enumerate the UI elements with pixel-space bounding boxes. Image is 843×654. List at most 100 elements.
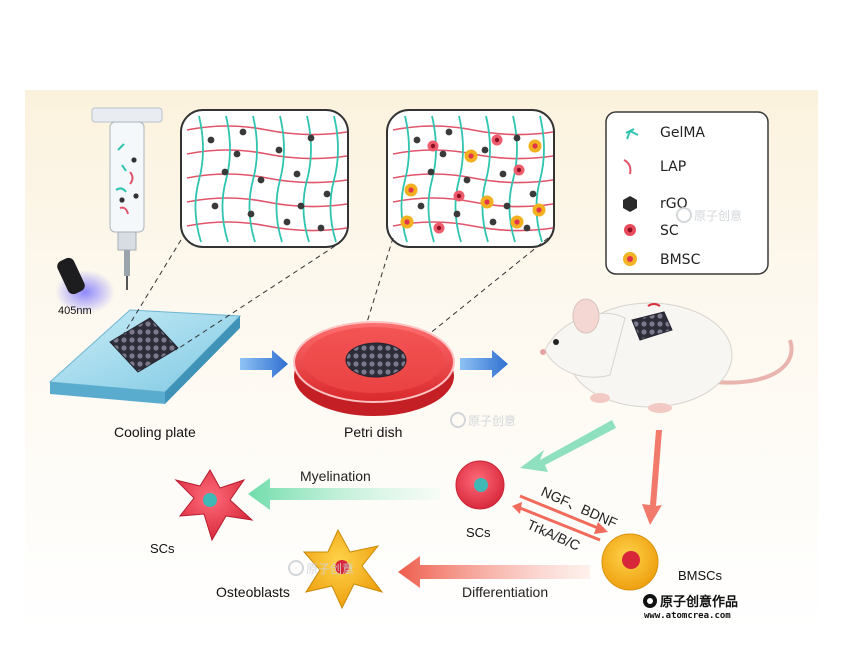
bmsc-nucleus [408, 187, 414, 193]
lap-icon [623, 159, 632, 175]
lap-strand [186, 149, 348, 160]
zoom-inset-hydrogel [180, 109, 349, 248]
petri-dish-label: Petri dish [344, 424, 402, 440]
gelma-strand [302, 115, 312, 243]
svg-text:原子创意: 原子创意 [306, 561, 354, 576]
lap-strand [392, 197, 554, 208]
bmsc-nucleus [468, 153, 474, 159]
rgo-particle [529, 190, 537, 198]
rat-to-scs-arrow [520, 420, 616, 472]
bmsc-nucleus [532, 143, 538, 149]
rgo-particle [239, 128, 247, 136]
bmsc-nucleus [484, 199, 490, 205]
gelma-strand [535, 115, 545, 243]
gelma-strand [248, 115, 258, 243]
uv-lamp-icon [55, 257, 115, 314]
rgo-particle [523, 224, 531, 232]
gelma-strand [275, 115, 285, 243]
rgo-particle [481, 146, 489, 154]
bmsc-cell [601, 533, 659, 591]
flow-arrow-plate-to-dish [240, 350, 288, 378]
legend-gelma: GelMA [660, 125, 705, 141]
rgo-particle [453, 210, 461, 218]
scs-center-label: SCs [466, 525, 491, 540]
rgo-particle [513, 134, 521, 142]
scs-left-label: SCs [150, 541, 175, 556]
uv-wavelength-label: 405nm [58, 305, 92, 317]
rgo-particle [427, 168, 435, 176]
brand-name: 原子创意作品 [660, 594, 738, 610]
sc-nucleus [494, 137, 500, 143]
rgo-particle [293, 170, 301, 178]
differentiation-arrow [398, 556, 590, 588]
legend-lap: LAP [660, 159, 686, 175]
rgo-particle [221, 168, 229, 176]
lap-strand [186, 125, 348, 136]
rgo-particle [275, 146, 283, 154]
zoom-line [119, 239, 182, 341]
lap-strand [392, 173, 554, 184]
rgo-particle [413, 136, 421, 144]
rgo-particle [307, 134, 315, 142]
bmsc-nucleus [536, 207, 542, 213]
rgo-particle [489, 218, 497, 226]
legend-sc: SC [660, 223, 679, 239]
gelma-strand [481, 115, 491, 243]
bmscs-label: BMSCs [678, 568, 723, 583]
rgo-icon [623, 196, 637, 212]
lap-strand [186, 173, 348, 184]
cooling-plate [48, 309, 242, 404]
legend-bmsc: BMSC [660, 252, 701, 268]
svg-text:原子创意: 原子创意 [694, 208, 742, 223]
bmsc-nucleus [404, 219, 410, 225]
osteoblasts-label: Osteoblasts [216, 584, 290, 600]
rgo-particle [445, 128, 453, 136]
rgo-particle [211, 202, 219, 210]
bmsc-nucleus [514, 219, 520, 225]
rgo-particle [207, 136, 215, 144]
paracrine-arrows [512, 494, 608, 542]
petri-dish [293, 321, 455, 416]
rgo-particle [233, 150, 241, 158]
legend-box: GelMA LAP rGO SC BMSC [605, 111, 769, 275]
rgo-particle [283, 218, 291, 226]
watermark: 原子创意 [450, 412, 516, 428]
rgo-particle [297, 202, 305, 210]
rgo-particle [463, 176, 471, 184]
rgo-particle [439, 150, 447, 158]
flow-arrow-dish-to-rat [460, 350, 508, 378]
lap-strand [186, 197, 348, 208]
sc-cell-center [455, 460, 505, 510]
svg-text:原子创意: 原子创意 [468, 413, 516, 428]
gelma-strand [329, 115, 339, 243]
rat-to-bmscs-arrow [642, 430, 662, 525]
zoom-line [175, 245, 336, 351]
rgo-particle [257, 176, 265, 184]
bioprinter-syringe [91, 107, 163, 290]
gelma-strand [454, 115, 464, 243]
legend-rgo: rGO [660, 196, 688, 212]
zoom-inset-cell-laden [386, 109, 555, 248]
sc-nucleus [436, 225, 442, 231]
differentiation-label: Differentiation [462, 584, 548, 600]
sc-nucleus [456, 193, 462, 199]
gelma-strand [221, 115, 231, 243]
myelination-label: Myelination [300, 468, 371, 484]
gelma-strand [427, 115, 437, 243]
osteoblast-cell [302, 528, 384, 610]
brand-url: www.atomcrea.com [644, 611, 731, 621]
watermark: 原子创意 [288, 560, 354, 576]
myelination-arrow [248, 478, 440, 510]
rgo-particle [317, 224, 325, 232]
gelma-icon [625, 128, 639, 140]
sc-myelinating-cell [174, 469, 254, 542]
gelma-strand [194, 115, 204, 243]
cooling-plate-label: Cooling plate [114, 424, 196, 440]
watermark: 原子创意 [676, 207, 742, 223]
rgo-particle [323, 190, 331, 198]
sc-nucleus [430, 143, 436, 149]
rat-illustration [540, 298, 794, 413]
lap-strand [392, 125, 554, 136]
brand-logo: 原子创意作品 www.atomcrea.com [643, 594, 738, 621]
